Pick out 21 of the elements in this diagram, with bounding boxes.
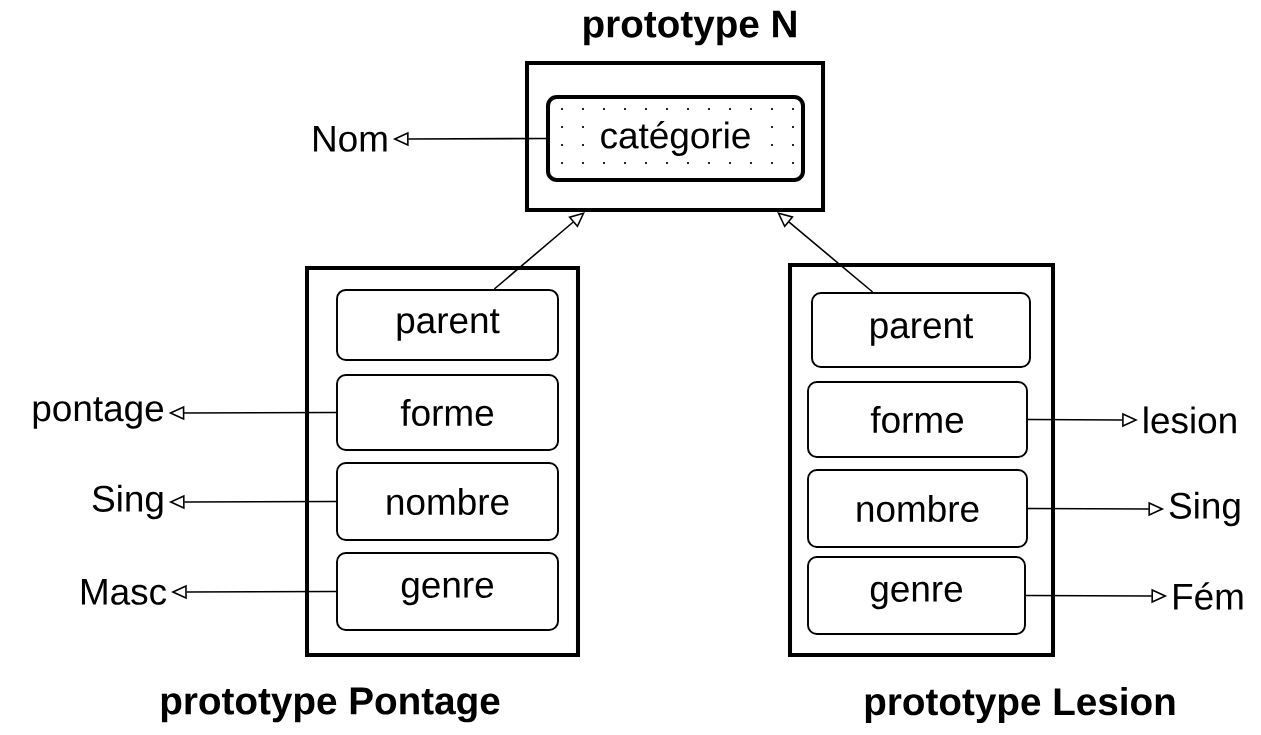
value-label: Nom (314, 126, 387, 152)
value-label: lesion (1144, 406, 1236, 434)
field-box: genre (336, 552, 559, 631)
box-heading: prototype Lesion (865, 686, 1175, 723)
value-label: pontage (33, 397, 164, 429)
box-heading: prototype N (584, 10, 796, 46)
arrow (777, 212, 874, 293)
box-heading: prototype Pontage (161, 687, 500, 723)
field-box: catégorie (546, 94, 806, 182)
field-box: forme (807, 381, 1028, 458)
value-label: Sing (92, 484, 163, 520)
value-label: Sing (1169, 491, 1240, 527)
field-box: genre (807, 556, 1026, 635)
value-label: Masc (81, 579, 167, 605)
field-box: parent (336, 289, 559, 361)
arrow (493, 212, 585, 290)
field-box: forme (336, 374, 559, 451)
field-box: nombre (807, 469, 1028, 548)
field-box: parent (811, 292, 1031, 368)
field-box: nombre (336, 462, 559, 541)
value-label: Fém (1174, 582, 1243, 610)
